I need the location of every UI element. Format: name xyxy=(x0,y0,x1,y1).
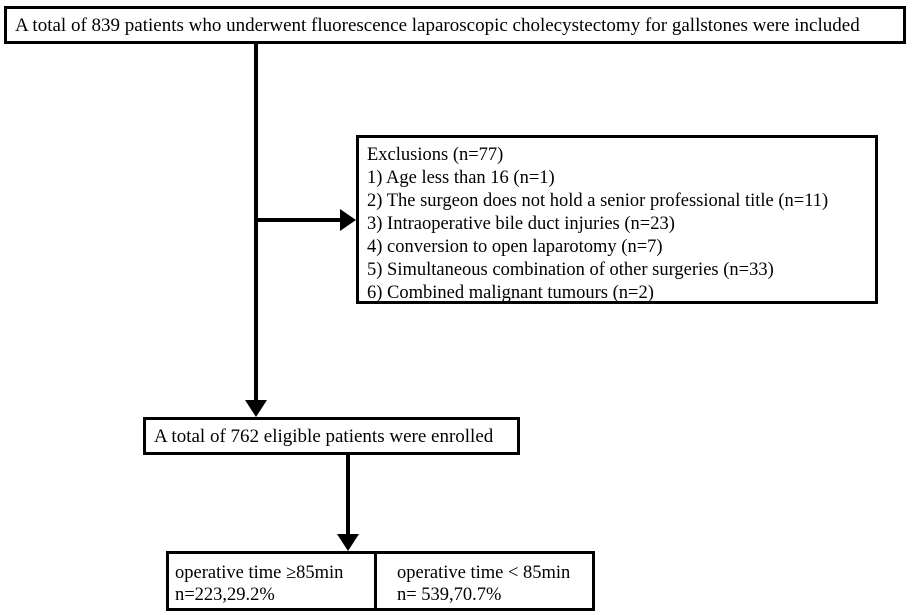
initial-cohort-text: A total of 839 patients who underwent fl… xyxy=(15,15,860,36)
exclusions-title: Exclusions (n=77) xyxy=(367,145,504,165)
exclusion-item: 4) conversion to open laparotomy (n=7) xyxy=(367,237,663,257)
arrowhead-to-exclusions xyxy=(340,209,356,231)
short-group-label: operative time < 85min xyxy=(397,563,571,583)
exclusion-item: 2) The surgeon does not hold a senior pr… xyxy=(367,191,829,211)
long-group-count: n=223,29.2% xyxy=(175,585,275,605)
arrowhead-to-enrolled xyxy=(245,400,267,417)
exclusion-item: 6) Combined malignant tumours (n=2) xyxy=(367,283,654,303)
long-group-label: operative time ≥85min xyxy=(175,563,344,583)
exclusions-box: Exclusions (n=77) 1) Age less than 16 (n… xyxy=(356,135,878,304)
arrowhead-to-groups xyxy=(337,534,359,551)
exclusion-item: 5) Simultaneous combination of other sur… xyxy=(367,260,774,280)
exclusion-item: 1) Age less than 16 (n=1) xyxy=(367,168,555,188)
short-operative-time-box: operative time < 85min n= 539,70.7% xyxy=(374,551,595,611)
short-group-count: n= 539,70.7% xyxy=(397,585,502,605)
enrolled-cohort-box: A total of 762 eligible patients were en… xyxy=(143,417,520,455)
long-operative-time-box: operative time ≥85min n=223,29.2% xyxy=(166,551,377,611)
initial-cohort-box: A total of 839 patients who underwent fl… xyxy=(4,6,906,44)
enrolled-cohort-text: A total of 762 eligible patients were en… xyxy=(154,426,494,447)
exclusion-item: 3) Intraoperative bile duct injuries (n=… xyxy=(367,214,675,234)
